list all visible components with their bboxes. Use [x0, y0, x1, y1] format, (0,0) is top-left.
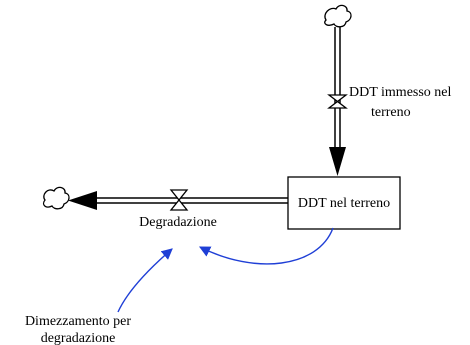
stock-to-degradazione-link	[199, 227, 334, 265]
source-cloud-icon	[324, 4, 352, 28]
inflow-label-line2: terreno	[371, 105, 411, 120]
inflow-label-line1: DDT immesso nel	[349, 85, 452, 100]
stock-box[interactable]	[287, 176, 401, 230]
dimezzamento-to-degradazione-link	[117, 248, 173, 313]
inflow-pipe	[329, 27, 346, 176]
outflow-valve-icon[interactable]	[169, 189, 189, 211]
stock-label: DDT nel terreno	[298, 196, 390, 211]
sink-cloud-icon	[42, 186, 70, 210]
auxiliary-label-line2: degradazione	[41, 331, 116, 345]
auxiliary-label-line1[interactable]: Dimezzamento per	[25, 314, 131, 329]
outflow-label: Degradazione	[139, 215, 217, 230]
outflow-pipe	[68, 191, 288, 210]
inflow-valve-icon[interactable]	[327, 94, 348, 109]
